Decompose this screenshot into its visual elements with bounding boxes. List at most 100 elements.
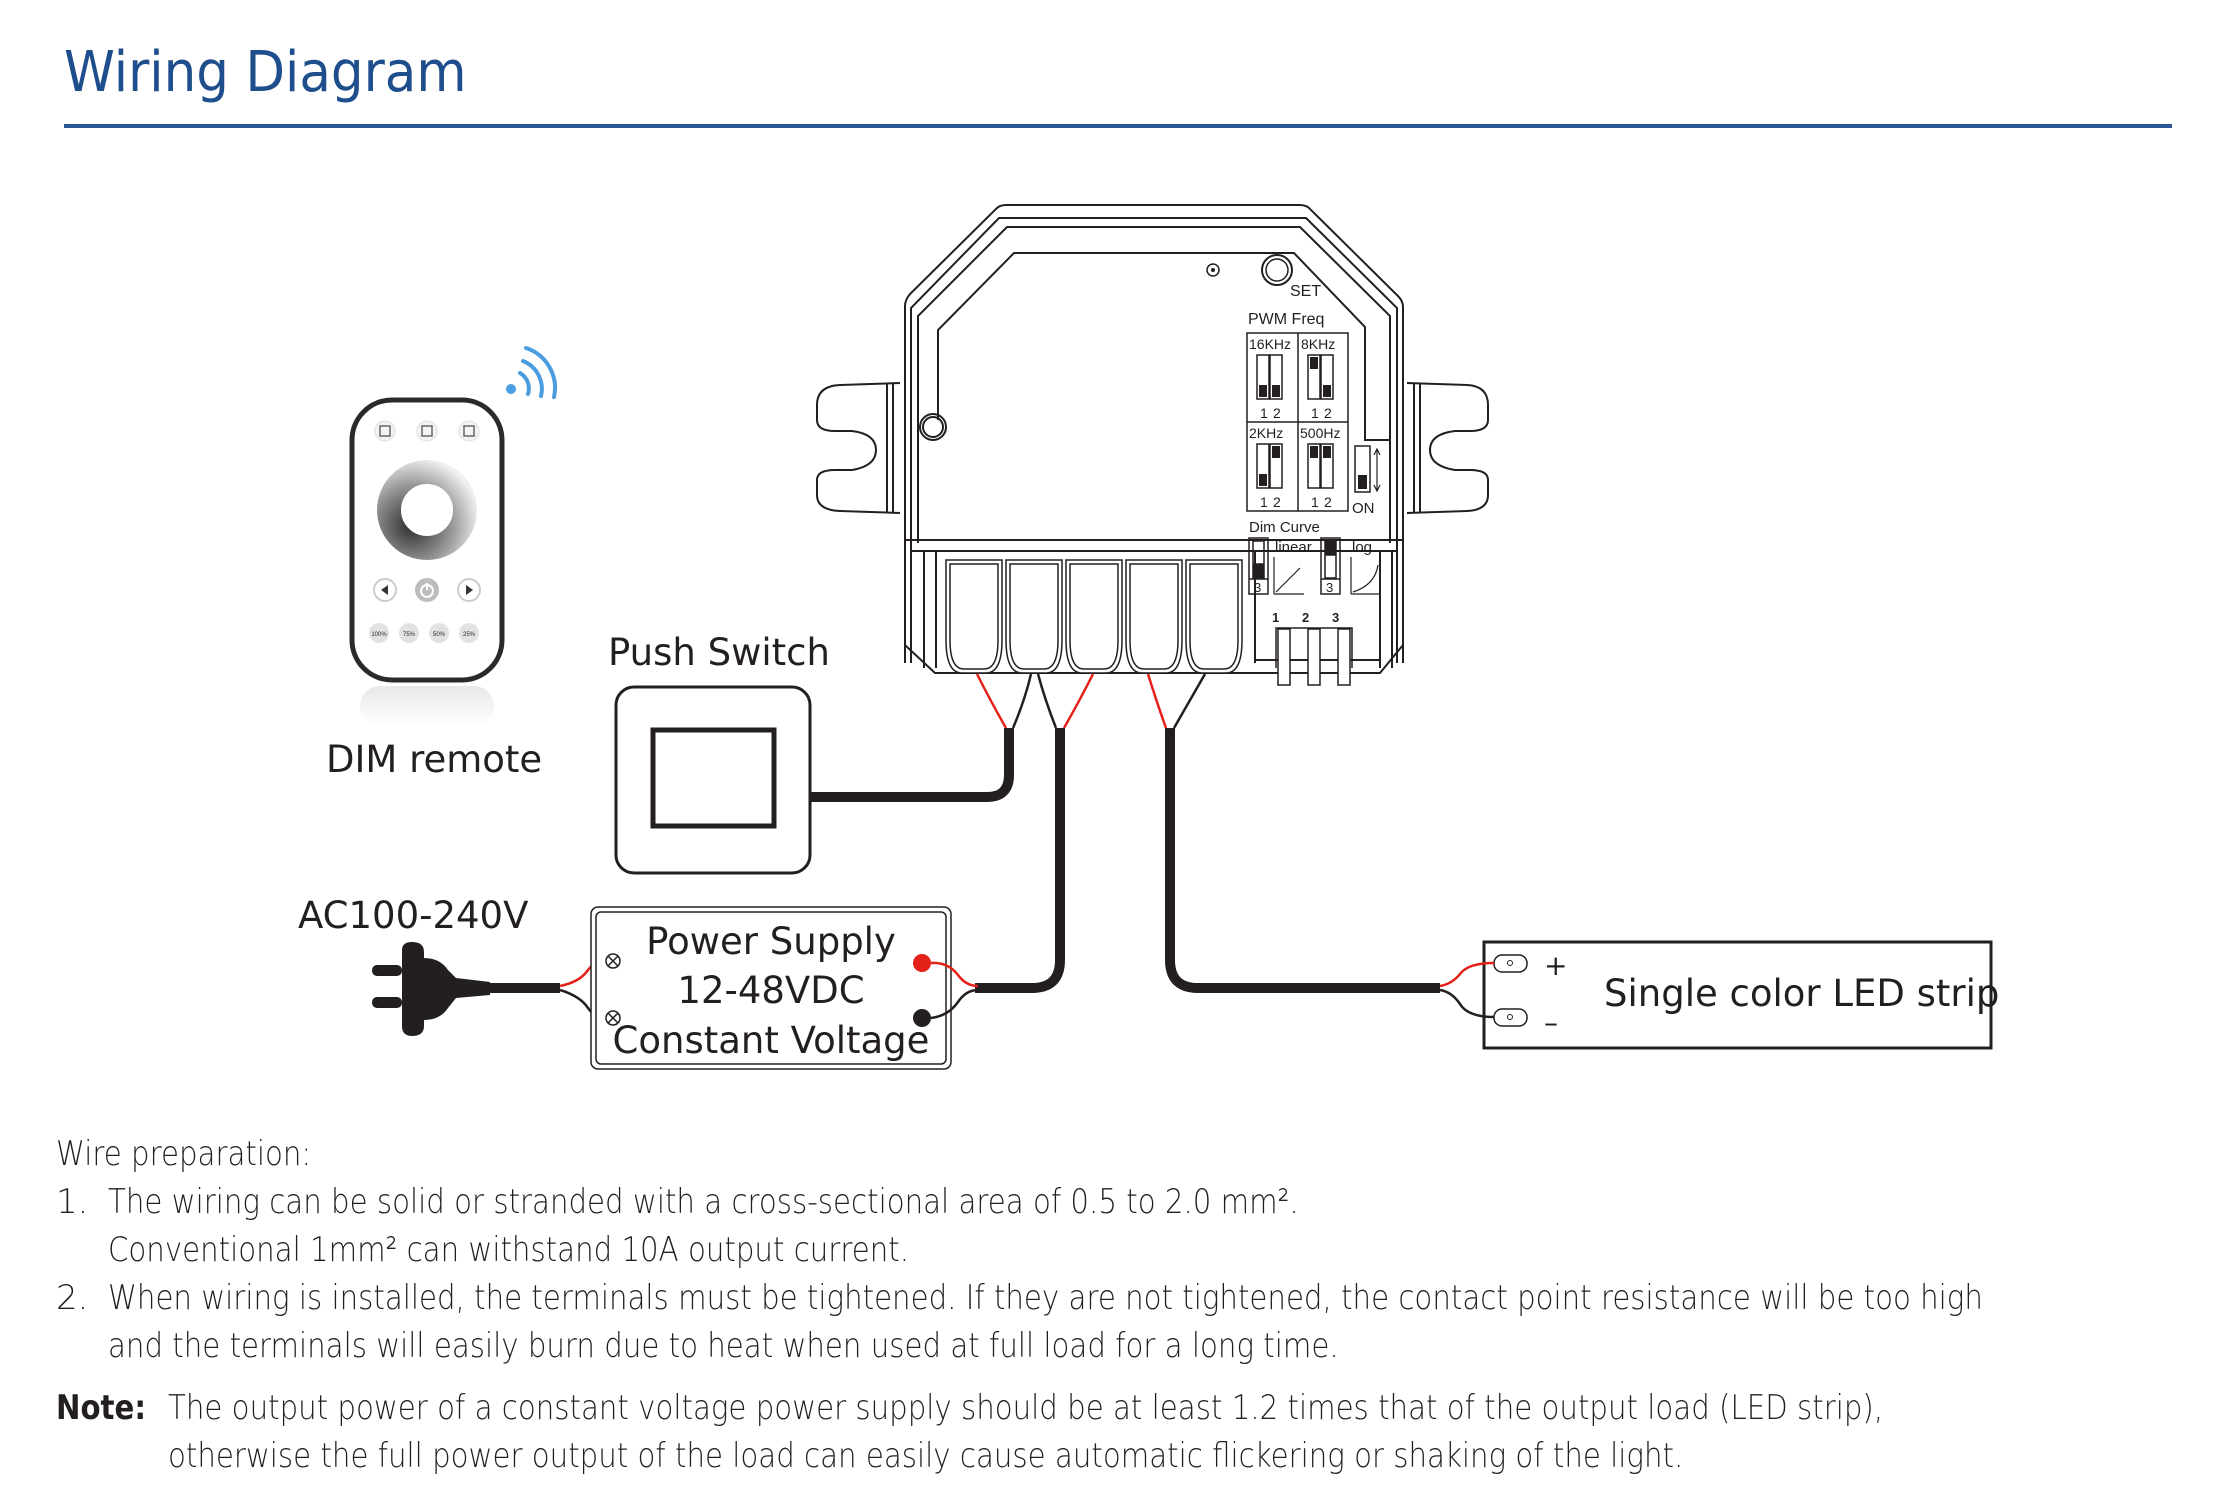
led-positive-pad bbox=[1493, 954, 1528, 973]
left-mounting-ear bbox=[816, 382, 901, 514]
remote-preset-buttons: 100% 75% 50% 25% bbox=[369, 623, 479, 643]
controller-body bbox=[904, 204, 1404, 663]
screw-terminal-inner bbox=[949, 563, 999, 670]
power-supply-note: Note: The output power of a constant vol… bbox=[56, 1384, 2176, 1480]
switch-number: 1 bbox=[1260, 494, 1268, 510]
screw-terminal-inner bbox=[1129, 563, 1179, 670]
title-divider bbox=[64, 124, 2172, 128]
dim-curve-log-switch bbox=[1320, 537, 1341, 595]
pwm-2khz-label: 2KHz bbox=[1249, 425, 1283, 441]
dim-curve-linear-switch bbox=[1248, 537, 1269, 595]
status-led-ring bbox=[919, 413, 947, 441]
note-line: and the terminals will easily burn due t… bbox=[108, 1326, 1339, 1366]
pin-label: 2 bbox=[1302, 610, 1309, 625]
pwm-dip-switches bbox=[1256, 354, 1334, 489]
switch-number: 2 bbox=[1324, 494, 1332, 510]
pin-1 bbox=[1277, 628, 1291, 686]
dim-switch-number: 3 bbox=[1326, 580, 1333, 595]
switch-number: 1 bbox=[1311, 494, 1319, 510]
right-mounting-ear bbox=[1406, 382, 1489, 514]
switch-rocker[interactable] bbox=[650, 727, 777, 829]
linear-label: linear bbox=[1275, 539, 1312, 556]
indicator-led bbox=[1206, 263, 1220, 277]
dip-switch-knob bbox=[1259, 474, 1267, 486]
pin-3 bbox=[1337, 628, 1351, 686]
save-button-icon bbox=[416, 420, 438, 442]
output-terminals bbox=[945, 559, 1243, 674]
switch-number: 1 bbox=[1260, 405, 1268, 421]
ac-plug-icon: AC100-240V bbox=[298, 894, 528, 1036]
switch-plate bbox=[614, 685, 812, 875]
led-strip-label: Single color LED strip bbox=[1604, 972, 1999, 1015]
pin-label: 3 bbox=[1332, 610, 1339, 625]
note-line: When wiring is installed, the terminals … bbox=[108, 1278, 1983, 1318]
set-button[interactable] bbox=[1261, 254, 1293, 286]
dc-negative-terminal bbox=[913, 1009, 931, 1027]
screw-terminal-inner bbox=[1189, 563, 1239, 670]
note-item-number: 2. bbox=[56, 1278, 89, 1318]
on-label: ON bbox=[1352, 500, 1375, 517]
controller-labels: SET PWM Freq 16KHz 8KHz 2KHz 500Hz 1 2 1… bbox=[1246, 283, 1381, 595]
preset-75: 75% bbox=[403, 632, 416, 638]
positive-sign: + bbox=[1544, 949, 1567, 982]
preset-100: 100% bbox=[371, 632, 387, 638]
dim-switch-number: 3 bbox=[1254, 580, 1261, 595]
psu-type: Constant Voltage bbox=[613, 1019, 930, 1062]
led-cable bbox=[1165, 728, 1440, 993]
switch-number: 2 bbox=[1273, 494, 1281, 510]
pwm-8khz-label: 8KHz bbox=[1301, 336, 1335, 352]
push-switch: Push Switch bbox=[608, 631, 830, 875]
led-strip: + – Single color LED strip bbox=[1482, 940, 1999, 1050]
dim-remote: 100% 75% 50% 25% DIM remote bbox=[326, 346, 557, 781]
pwm-500hz-label: 500Hz bbox=[1300, 425, 1340, 441]
dip-switch-knob bbox=[1259, 385, 1267, 397]
led-wires bbox=[1439, 961, 1495, 1019]
dip-switch-knob bbox=[1310, 446, 1318, 458]
set-label: SET bbox=[1290, 283, 1321, 300]
switch-number: 2 bbox=[1273, 405, 1281, 421]
pin-2 bbox=[1307, 628, 1321, 686]
pwm-16khz-label: 16KHz bbox=[1249, 336, 1291, 352]
linear-curve-icon bbox=[1273, 557, 1304, 595]
push-switch-label: Push Switch bbox=[608, 631, 830, 674]
screw-terminal bbox=[1125, 559, 1183, 674]
note-item: 2. When wiring is installed, the termina… bbox=[56, 1274, 2176, 1370]
dc-positive-terminal bbox=[913, 954, 931, 972]
switch-cable bbox=[810, 728, 1014, 802]
note-label: Note: bbox=[56, 1388, 147, 1428]
power-cable bbox=[975, 728, 1065, 993]
controller bbox=[816, 204, 1489, 674]
psu-title: Power Supply bbox=[646, 920, 896, 963]
cables bbox=[480, 728, 1440, 993]
log-curve-icon bbox=[1350, 557, 1380, 595]
note-line: Conventional 1mm² can withstand 10A outp… bbox=[108, 1230, 909, 1270]
switch-number: 1 bbox=[1311, 405, 1319, 421]
log-label: log bbox=[1352, 539, 1372, 556]
dip-switch-knob bbox=[1272, 446, 1280, 458]
remote-save-buttons bbox=[374, 420, 480, 442]
led-negative-pad bbox=[1493, 1008, 1528, 1027]
save-button-icon bbox=[374, 420, 396, 442]
note-item: 1. The wiring can be solid or stranded w… bbox=[56, 1178, 2176, 1274]
remote-nav-buttons bbox=[373, 578, 481, 602]
wireless-signal-icon bbox=[506, 346, 557, 399]
screw-terminal-inner bbox=[1009, 563, 1059, 670]
dim-curve-title: Dim Curve bbox=[1249, 519, 1320, 536]
switch-number: 2 bbox=[1324, 405, 1332, 421]
note-line: The wiring can be solid or stranded with… bbox=[108, 1182, 1299, 1222]
screw-terminal bbox=[945, 559, 1003, 674]
negative-sign: – bbox=[1544, 1006, 1558, 1039]
screw-terminal bbox=[1065, 559, 1123, 674]
save-button-icon bbox=[458, 420, 480, 442]
remote-dimming-wheel bbox=[377, 460, 477, 560]
page-title: Wiring Diagram bbox=[64, 40, 467, 105]
note-line: The output power of a constant voltage p… bbox=[168, 1388, 1884, 1428]
terminal-wires bbox=[975, 673, 1207, 729]
dip-switch-knob bbox=[1323, 446, 1331, 458]
ac-input-label: AC100-240V bbox=[298, 894, 528, 937]
remote-label: DIM remote bbox=[326, 738, 542, 781]
ac-screw-terminal-icon bbox=[605, 953, 621, 1026]
screw-terminal-inner bbox=[1069, 563, 1119, 670]
pwm-dip-table bbox=[1246, 332, 1349, 512]
